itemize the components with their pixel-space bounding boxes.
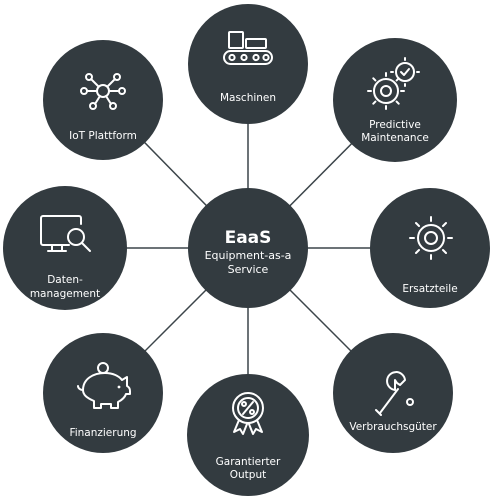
network-hub-icon — [80, 73, 126, 110]
label-predictive-line1: Predictive — [369, 119, 421, 131]
center-title: EaaS — [225, 228, 272, 248]
node-predictive-maintenance: Predictive Maintenance — [333, 38, 457, 162]
label-garantierter-line2: Output — [230, 469, 266, 481]
label-daten-line1: Daten- — [47, 274, 83, 286]
percent-badge-icon — [232, 392, 264, 435]
gear-icon — [409, 216, 453, 260]
center-node: EaaS Equipment-as-a Service — [188, 188, 308, 308]
gears-check-icon — [367, 57, 420, 110]
label-predictive-line2: Maintenance — [361, 132, 429, 144]
node-ersatzteile: Ersatzteile — [370, 188, 490, 308]
node-verbrauchsgueter: Verbrauchsgüter — [333, 333, 453, 453]
label-iot: IoT Plattform — [69, 130, 137, 142]
label-maschinen: Maschinen — [220, 92, 276, 104]
node-garantierter-output: Garantierter Output — [187, 374, 309, 496]
label-verbrauchsgueter: Verbrauchsgüter — [349, 421, 437, 433]
label-finanzierung: Finanzierung — [69, 427, 136, 439]
wrench-icon — [375, 371, 414, 416]
center-subtitle-line1: Equipment-as-a — [205, 249, 292, 262]
node-maschinen: Maschinen — [188, 4, 308, 124]
label-garantierter-line1: Garantierter — [216, 456, 281, 468]
node-datenmanagement: Daten- management — [3, 186, 127, 310]
label-daten-line2: management — [30, 288, 100, 300]
piggy-bank-icon — [77, 362, 131, 409]
node-iot-plattform: IoT Plattform — [43, 40, 163, 160]
center-subtitle-line2: Service — [228, 263, 269, 276]
node-finanzierung: Finanzierung — [43, 333, 163, 453]
monitor-search-icon — [40, 215, 91, 252]
label-ersatzteile: Ersatzteile — [402, 283, 457, 295]
conveyor-machine-icon — [223, 31, 273, 65]
